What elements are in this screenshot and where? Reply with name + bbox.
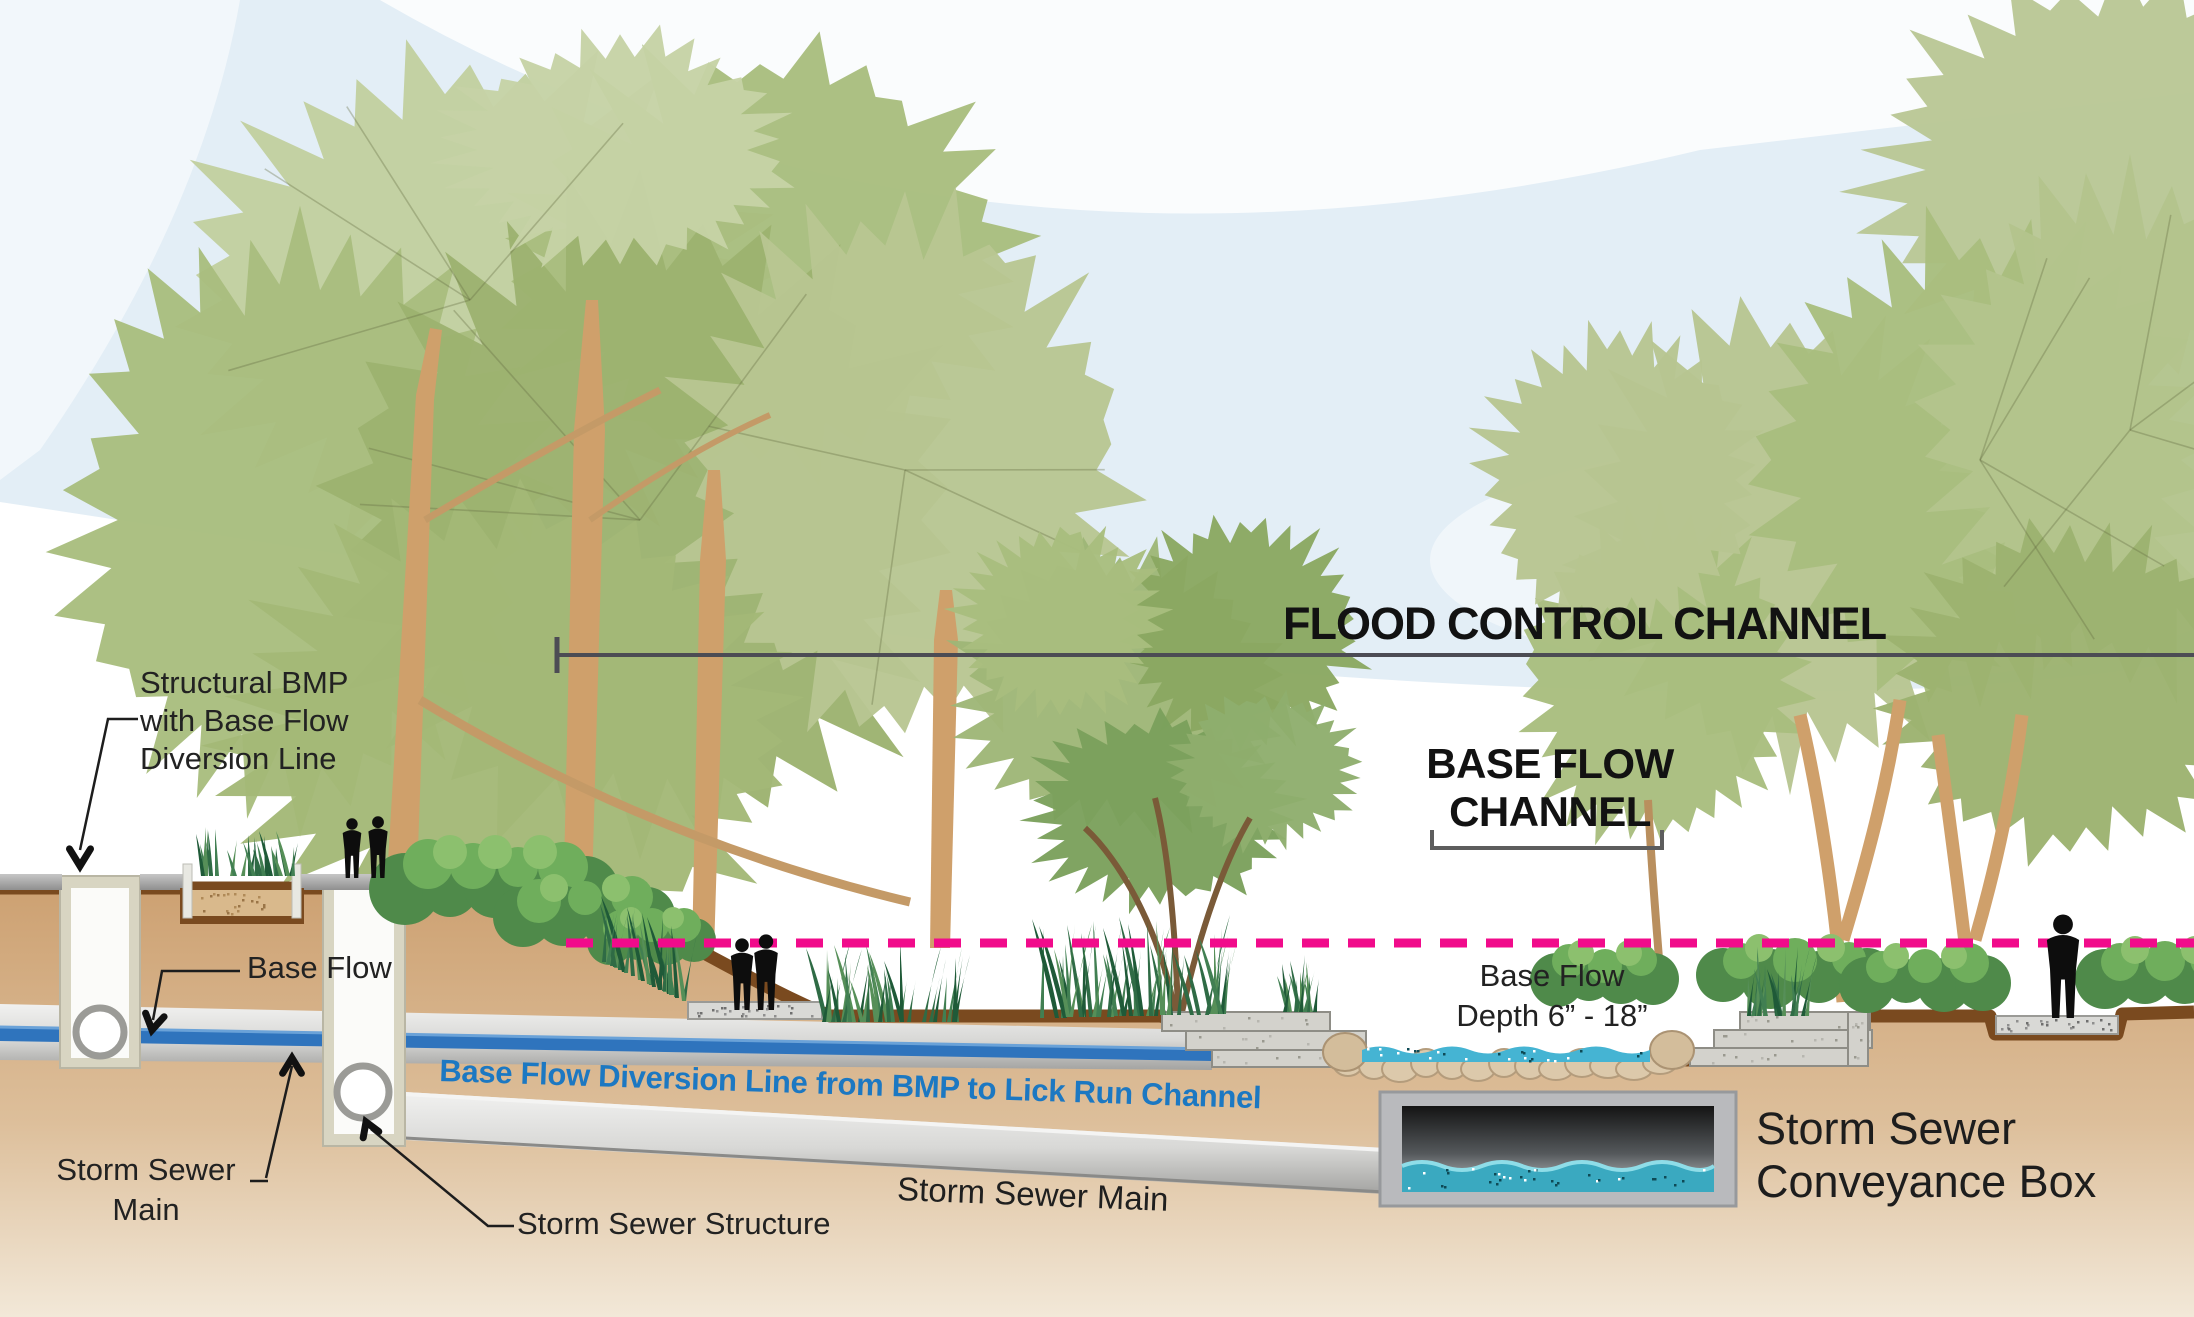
base-flow-depth-line2: Depth 6” - 18” bbox=[1456, 998, 1648, 1034]
structural-bmp bbox=[59, 875, 141, 1069]
storm-sewer-main-pipe bbox=[404, 1092, 1386, 1194]
structural-bmp-label-line2: with Base Flow bbox=[140, 702, 349, 738]
people-pair-path bbox=[730, 934, 778, 1010]
structural-bmp-label-line1: Structural BMP bbox=[140, 665, 349, 700]
terrain-cross-section bbox=[0, 888, 2194, 1317]
base-flow-label: Base Flow bbox=[247, 950, 392, 985]
left-tree-cluster bbox=[45, 24, 1147, 962]
leader-base-flow bbox=[151, 969, 240, 1021]
leader-storm-sewer-structure bbox=[370, 1128, 514, 1228]
base-flow-diversion-pipe bbox=[0, 1004, 1213, 1070]
people-pair-left bbox=[342, 816, 388, 878]
person-walking-right bbox=[2046, 914, 2080, 1018]
stone-wall-left bbox=[1161, 1011, 1385, 1068]
planter bbox=[180, 863, 304, 924]
base-flow-channel-label-line1: BASE FLOW bbox=[1426, 740, 1674, 787]
storm-sewer-structure-label: Storm Sewer Structure bbox=[517, 1206, 831, 1241]
base-flow-depth-line1: Base Flow bbox=[1479, 958, 1625, 993]
structural-bmp-label-line3: Diversion Line bbox=[140, 740, 337, 776]
storm-sewer-main-left-line1: Storm Sewer bbox=[56, 1152, 236, 1187]
storm-sewer-conveyance-box bbox=[1378, 1090, 1738, 1208]
base-flow-channel-extent-bracket bbox=[1430, 830, 1664, 850]
leader-lines bbox=[78, 717, 514, 1228]
storm-sewer-structure bbox=[322, 875, 406, 1147]
leader-storm-sewer-main-left bbox=[250, 1065, 294, 1183]
storm-sewer-main-left-line2: Main bbox=[112, 1192, 180, 1228]
base-flow-channel-label-line2: CHANNEL bbox=[1449, 787, 1651, 835]
mid-trees bbox=[943, 514, 1373, 1013]
conveyance-box-label-line1: Storm Sewer bbox=[1756, 1103, 2017, 1154]
right-tree-cluster bbox=[1468, 0, 2194, 1005]
base-flow-channel-bed bbox=[1322, 1030, 1695, 1083]
gravel-path-mid bbox=[687, 1001, 823, 1020]
base-flow-water bbox=[1362, 1046, 1650, 1062]
flood-channel-extent-line bbox=[554, 637, 2194, 673]
stone-wall-right bbox=[1689, 1011, 1873, 1067]
tree-trunks bbox=[382, 300, 958, 962]
flood-control-channel-label: FLOOD CONTROL CHANNEL bbox=[1283, 598, 1887, 649]
leader-arrowheads bbox=[66, 845, 383, 1142]
leader-structural-bmp bbox=[78, 717, 138, 851]
grasses bbox=[196, 827, 1817, 1022]
conveyance-box-label-line2: Conveyance Box bbox=[1756, 1156, 2097, 1208]
gravel-path-right bbox=[1995, 1015, 2119, 1035]
base-flow-stripe bbox=[0, 1026, 1212, 1061]
